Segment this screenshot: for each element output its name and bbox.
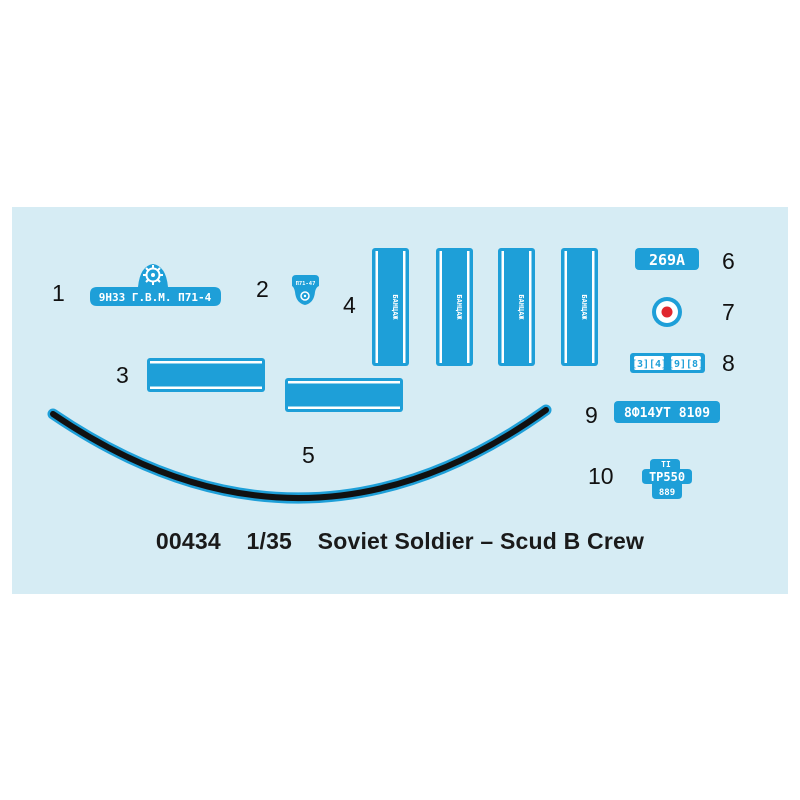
decal-6: 269A (635, 248, 699, 270)
emblem-icon (300, 291, 310, 301)
decal-1: 9H33 Г.В.М. П71-4 (90, 264, 221, 306)
decal-10-line2: TP550 (649, 470, 685, 484)
decal-4-strip: БАНЦАЖ (436, 248, 473, 366)
decal-8-text-left: [3][4] (631, 359, 667, 370)
caption-title: Soviet Soldier – Scud B Crew (317, 528, 645, 554)
decal-number-6: 6 (722, 248, 735, 274)
decal-number-4: 4 (343, 292, 356, 318)
decal-4-text: БАНЦАЖ (517, 294, 525, 320)
decal-number-8: 8 (722, 350, 735, 376)
decal-10-line3: 889 (659, 488, 675, 498)
decal-1-text: 9H33 Г.В.М. П71-4 (99, 291, 212, 304)
decal-4-strip: БАНЦАЖ (498, 248, 535, 366)
caption-scale: 1/35 (246, 528, 293, 554)
decal-4-text: БАНЦАЖ (580, 294, 588, 320)
decal-4-text: БАНЦАЖ (391, 294, 399, 320)
decal-number-7: 7 (722, 299, 735, 325)
decal-number-1: 1 (52, 280, 65, 306)
decal-8: [3][4] [9][8] (630, 353, 705, 373)
decal-4-strip: БАНЦАЖ (561, 248, 598, 366)
decal-number-10: 10 (588, 463, 614, 489)
decal-2: П71-47 (292, 275, 319, 305)
roundel-icon (652, 297, 682, 327)
decal-9-text: 8Ф14УТ 8109 (624, 406, 710, 421)
decal-5 (47, 404, 552, 504)
decal-4-strip: БАНЦАЖ (372, 248, 409, 366)
decal-8-text-right: [9][8] (668, 359, 704, 370)
decal-10-line1: TI (661, 460, 671, 469)
decal-number-2: 2 (256, 276, 269, 302)
caption-code: 00434 (155, 528, 221, 554)
emblem-icon (143, 265, 163, 285)
decal-9: 8Ф14УТ 8109 (614, 401, 720, 423)
decal-10: TI TP550 889 (642, 459, 692, 499)
decal-3 (147, 358, 403, 412)
decal-4: БАНЦАЖ БАНЦАЖ БАНЦАЖ БАНЦАЖ (372, 248, 598, 366)
decal-number-9: 9 (585, 402, 598, 428)
decal-6-text: 269A (649, 251, 685, 269)
decal-number-5: 5 (302, 442, 315, 468)
decal-2-text: П71-47 (296, 281, 316, 287)
decal-4-text: БАНЦАЖ (455, 294, 463, 320)
decal-number-3: 3 (116, 362, 129, 388)
sheet-caption: 00434 1/35 Soviet Soldier – Scud B Crew (0, 528, 800, 555)
